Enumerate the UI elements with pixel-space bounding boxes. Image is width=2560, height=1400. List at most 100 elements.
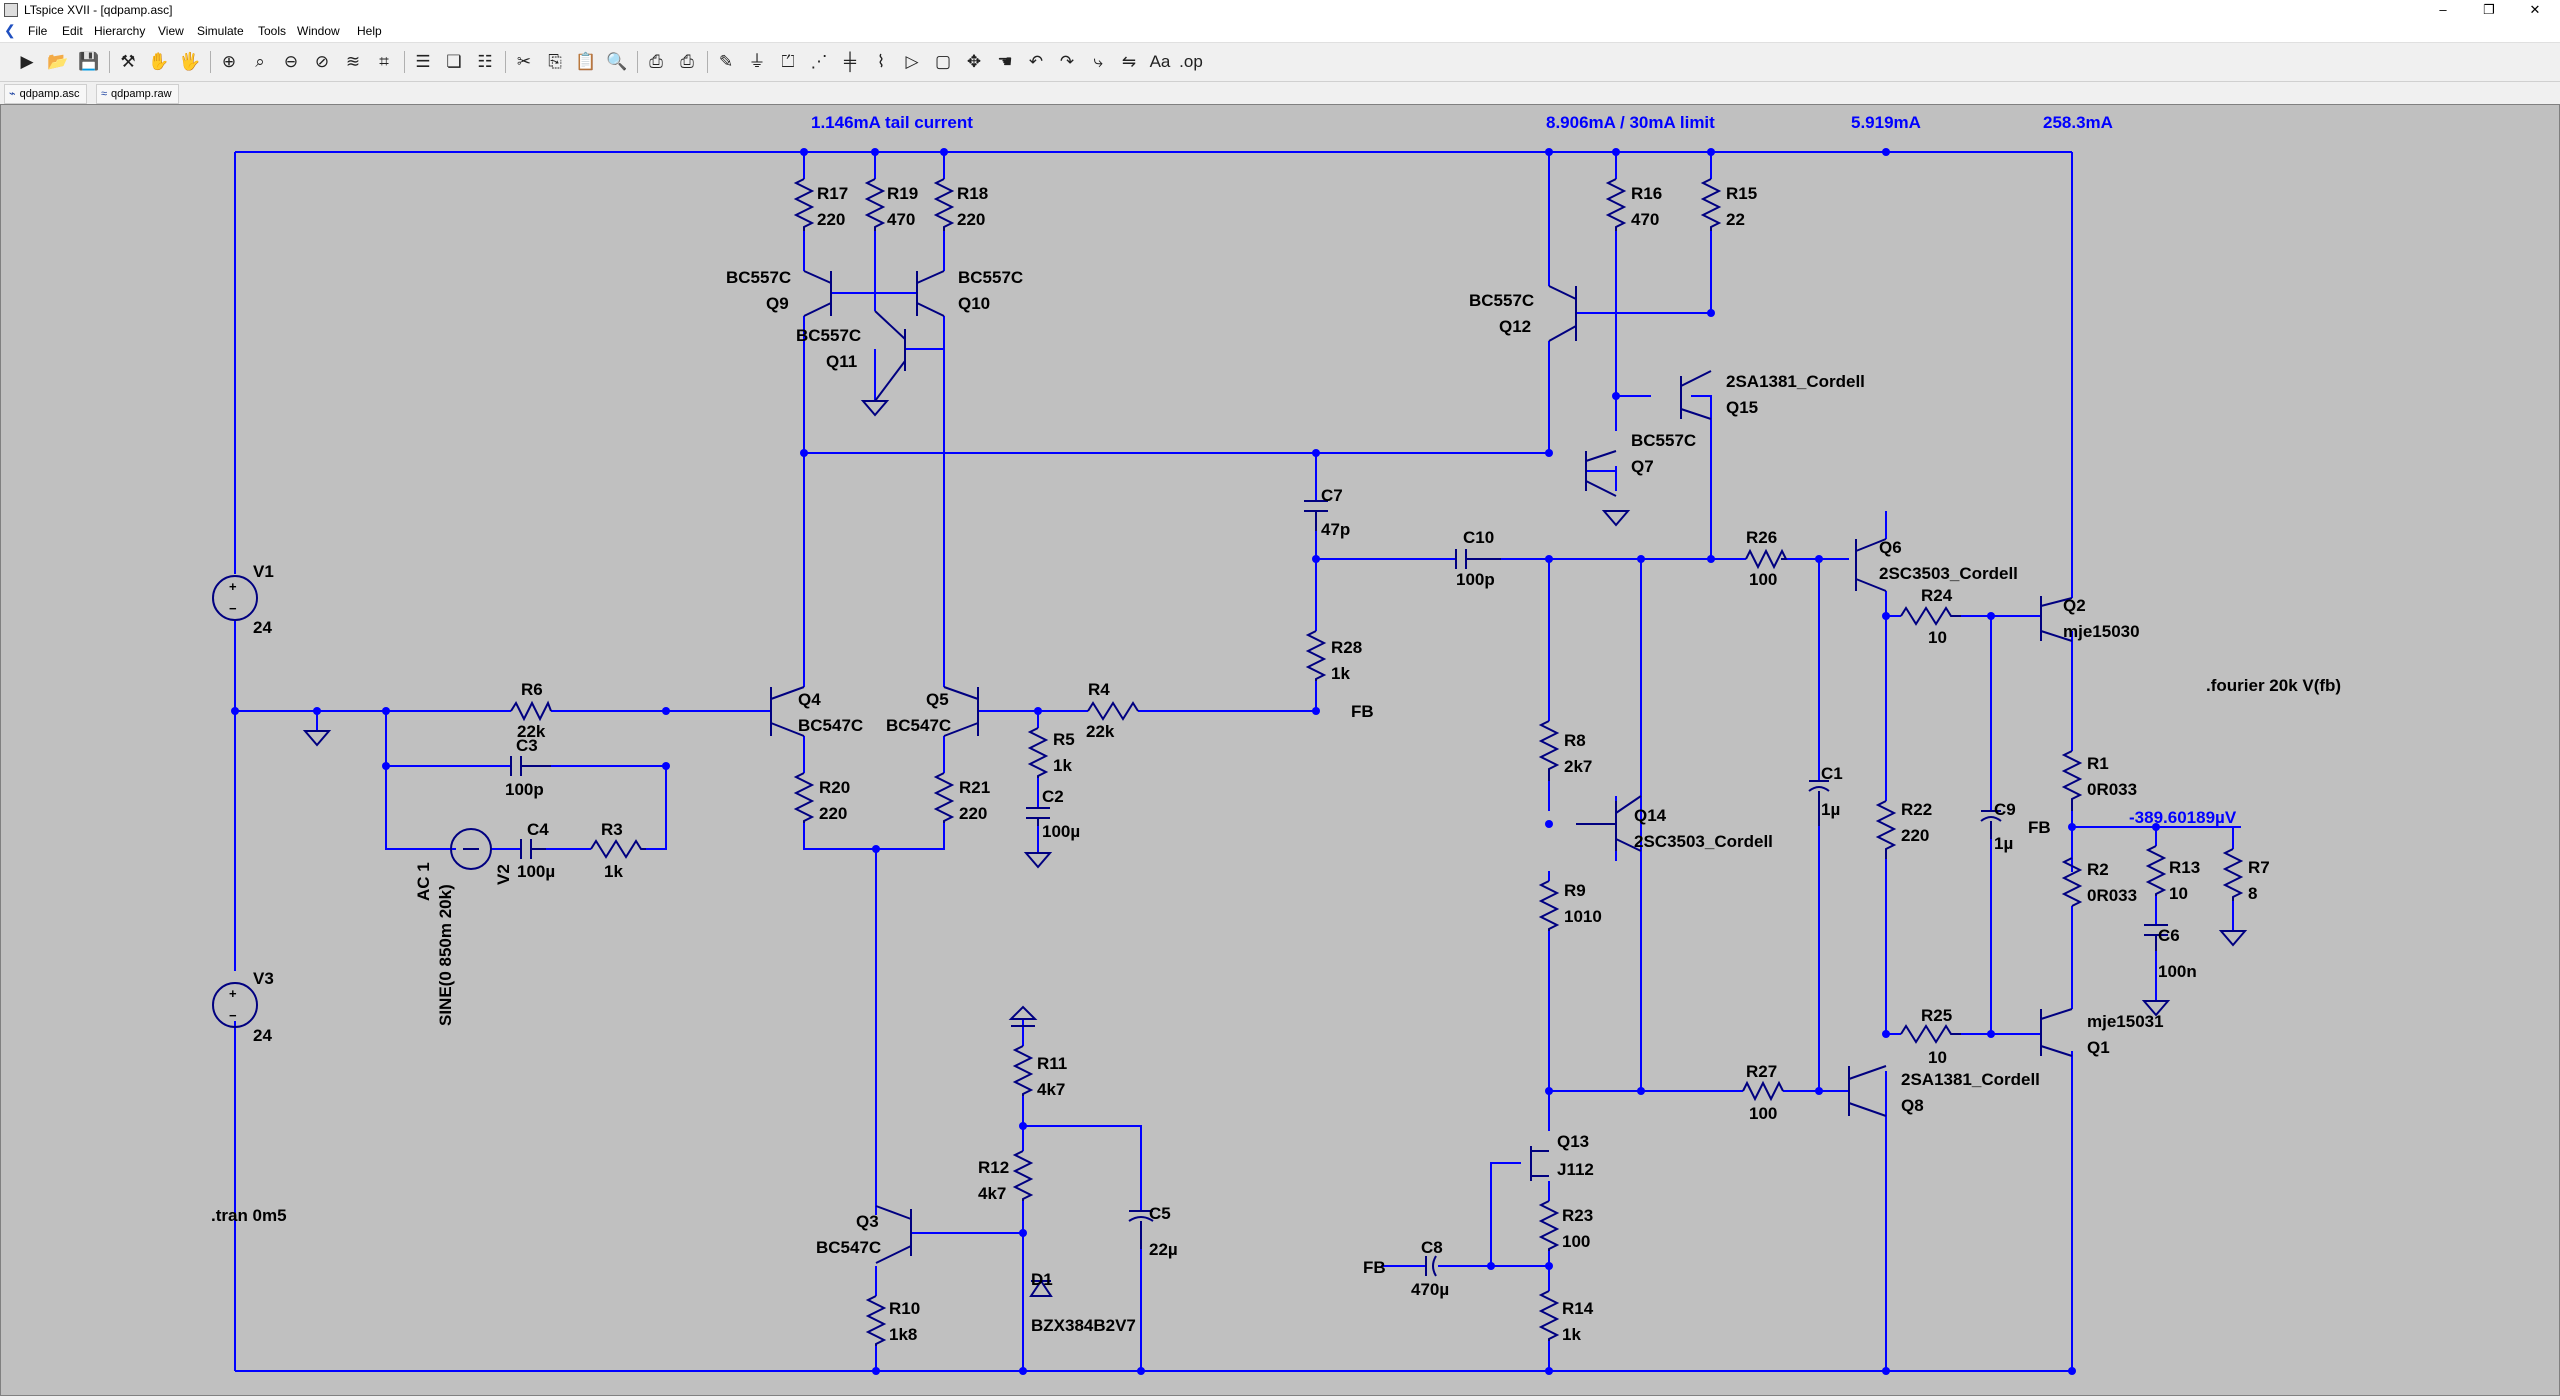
window-title: LTspice XVII - [qdpamp.asc]: [24, 3, 173, 17]
waveform-icon: ≈: [101, 88, 108, 100]
copy-icon[interactable]: ⎘: [548, 52, 562, 71]
zoom-cancel-icon[interactable]: ⊘: [314, 52, 330, 71]
drag-icon[interactable]: ☚: [997, 52, 1013, 71]
cascade-icon[interactable]: ❏: [446, 52, 462, 71]
q12-name: Q12: [1499, 317, 1531, 336]
open-icon[interactable]: 📂: [47, 52, 69, 71]
fit-icon[interactable]: ⌗: [379, 52, 389, 71]
c4-name: C4: [527, 820, 549, 839]
r9-value: 1010: [1564, 907, 1602, 926]
menu-window[interactable]: Window: [297, 24, 340, 38]
q13-name: Q13: [1557, 1132, 1589, 1151]
menu-file[interactable]: File: [28, 24, 48, 38]
move-icon[interactable]: ✥: [966, 52, 982, 71]
zoom-in-icon[interactable]: ⊕: [221, 52, 237, 71]
text-icon[interactable]: Aa: [1149, 52, 1171, 71]
net-label-fb-output[interactable]: FB: [2028, 818, 2051, 837]
redo-icon[interactable]: ↷: [1059, 52, 1075, 71]
close-button[interactable]: ✕: [2529, 2, 2541, 17]
r23-name: R23: [1562, 1206, 1593, 1225]
r21-value: 220: [959, 804, 987, 823]
document-tab-bar: ⌁qdpamp.asc ≈qdpamp.raw: [0, 82, 2560, 104]
zoom-fit-icon[interactable]: ⌕: [255, 52, 265, 71]
capacitor-icon[interactable]: ╪: [843, 52, 857, 71]
v1-name: V1: [253, 562, 274, 581]
tab-schematic[interactable]: ⌁qdpamp.asc: [4, 84, 87, 104]
ground-icon[interactable]: ⏚: [748, 52, 766, 71]
r7-name: R7: [2248, 858, 2270, 877]
r2-value: 0R033: [2087, 886, 2137, 905]
print-setup-icon[interactable]: ⎙: [680, 52, 694, 71]
menu-view[interactable]: View: [158, 24, 184, 38]
save-icon[interactable]: 💾: [78, 52, 100, 71]
menu-help[interactable]: Help: [357, 24, 382, 38]
q1-model: mje15031: [2087, 1012, 2164, 1031]
zoom-out-icon[interactable]: ⊖: [283, 52, 299, 71]
rotate-icon[interactable]: ⤷: [1093, 52, 1103, 71]
minimize-button[interactable]: –: [2439, 2, 2447, 17]
r10-name: R10: [889, 1299, 920, 1318]
schematic-drawing[interactable]: + − + − 1.146mA tail current 8.906mA / 3…: [1, 105, 2557, 1393]
cut-icon[interactable]: ✂: [516, 52, 532, 71]
c10-value: 100p: [1456, 570, 1495, 589]
menu-hierarchy[interactable]: Hierarchy: [94, 24, 146, 38]
q14-name: Q14: [1634, 806, 1667, 825]
back-arrow-icon[interactable]: ❮: [4, 22, 16, 38]
r17-value: 220: [817, 210, 845, 229]
svg-text:−: −: [229, 601, 237, 616]
spice-directive-icon[interactable]: .op: [1179, 52, 1203, 71]
menu-edit[interactable]: Edit: [62, 24, 83, 38]
menu-simulate[interactable]: Simulate: [197, 24, 244, 38]
r14-value: 1k: [1562, 1325, 1581, 1344]
q13-model: J112: [1557, 1160, 1594, 1179]
q1-name: Q1: [2087, 1038, 2110, 1057]
tile-vertical-icon[interactable]: ☷: [477, 52, 493, 71]
restore-button[interactable]: ❐: [2483, 2, 2495, 17]
undo-icon[interactable]: ↶: [1028, 52, 1044, 71]
r7-value: 8: [2248, 884, 2257, 903]
junction-dots: [231, 148, 2160, 1375]
r24-value: 10: [1928, 628, 1947, 647]
run-icon[interactable]: ▶: [20, 52, 34, 71]
net-label-fb[interactable]: FB: [1351, 702, 1374, 721]
r19-value: 470: [887, 210, 915, 229]
halt-icon[interactable]: ✋: [148, 52, 170, 71]
c4-value: 100µ: [517, 862, 555, 881]
r26-value: 100: [1749, 570, 1777, 589]
control-panel-icon[interactable]: ⚒: [120, 52, 136, 71]
c1-name: C1: [1821, 764, 1843, 783]
tab-waveform[interactable]: ≈qdpamp.raw: [96, 84, 179, 104]
fourier-directive[interactable]: .fourier 20k V(fb): [2206, 676, 2341, 695]
menu-tools[interactable]: Tools: [258, 24, 287, 38]
q9-model: BC557C: [726, 268, 791, 287]
schematic-canvas[interactable]: + − + − 1.146mA tail current 8.906mA / 3…: [0, 104, 2560, 1396]
mirror-icon[interactable]: ⇋: [1121, 52, 1137, 71]
r15-value: 22: [1726, 210, 1745, 229]
inductor-icon[interactable]: ⌇: [876, 52, 886, 71]
autorange-icon[interactable]: ≋: [345, 52, 361, 71]
q4-model: BC547C: [798, 716, 863, 735]
tran-directive[interactable]: .tran 0m5: [211, 1206, 287, 1225]
r24-name: R24: [1921, 586, 1953, 605]
r22-name: R22: [1901, 800, 1932, 819]
v2-sine: SINE(0 850m 20k): [436, 884, 455, 1026]
find-icon[interactable]: 🔍: [606, 52, 628, 71]
wire-icon[interactable]: ✎: [718, 52, 734, 71]
r25-value: 10: [1928, 1048, 1947, 1067]
paste-icon[interactable]: 📋: [575, 52, 597, 71]
label-icon[interactable]: ⏍: [781, 52, 795, 71]
v3-value: 24: [253, 1026, 272, 1045]
capacitor-labels: C7 47p C10 100p C3 100p C4 100µ C2 100µ …: [505, 486, 2197, 1299]
transistor-symbols: [770, 270, 2073, 1264]
v2-name: V2: [494, 864, 513, 885]
toolbar-separator: [637, 51, 638, 73]
hand-icon[interactable]: 🖐: [179, 52, 201, 71]
q15-model: 2SA1381_Cordell: [1726, 372, 1865, 391]
print-icon[interactable]: ⎙: [649, 52, 663, 71]
tile-horizontal-icon[interactable]: ☰: [415, 52, 431, 71]
diode-icon[interactable]: ▷: [905, 52, 919, 71]
resistor-icon[interactable]: ⋰: [810, 52, 828, 71]
component-icon[interactable]: ▢: [934, 52, 952, 71]
net-label-fb-ccs[interactable]: FB: [1363, 1258, 1386, 1277]
r12-name: R12: [978, 1158, 1009, 1177]
